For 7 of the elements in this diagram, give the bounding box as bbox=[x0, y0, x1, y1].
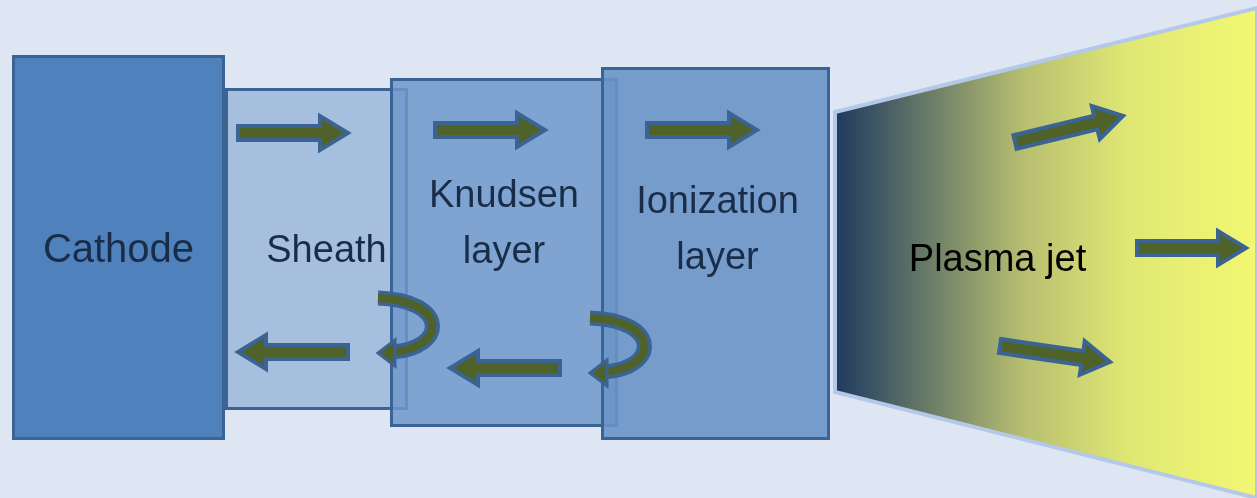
node-label: Sheath bbox=[265, 226, 387, 272]
layer-box bbox=[601, 67, 830, 440]
node-label: Ionization layer bbox=[635, 178, 800, 279]
node-label: Knudsen layer bbox=[428, 172, 580, 273]
node-label: Plasma jet bbox=[908, 235, 1088, 281]
electrode-block bbox=[12, 55, 225, 440]
node-label: Cathode bbox=[42, 224, 195, 272]
